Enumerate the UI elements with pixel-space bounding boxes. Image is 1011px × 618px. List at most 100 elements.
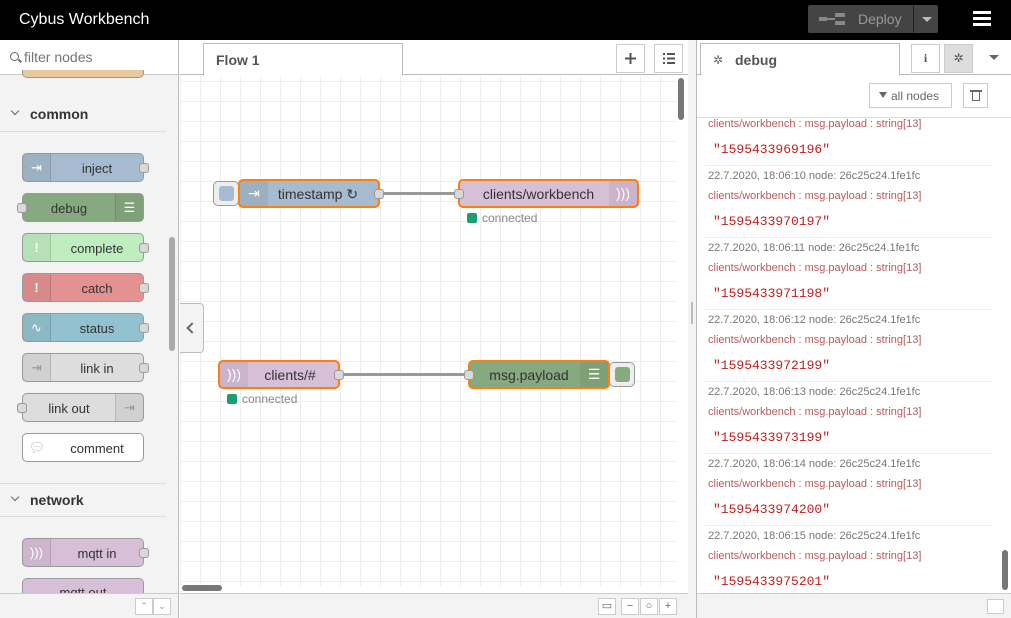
debug-message[interactable]: clients/workbench : msg.payload : string…	[705, 118, 991, 166]
app-title: Cybus Workbench	[19, 11, 150, 28]
palette-node-link-out[interactable]: link out ⇥	[17, 393, 144, 422]
debug-message[interactable]: 22.7.2020, 18:06:12 node: 26c25c24.1fe1f…	[705, 310, 991, 382]
tab-debug[interactable]: ✲ debug	[700, 43, 900, 76]
hamburger-menu-icon[interactable]	[973, 11, 991, 27]
palette-node-inject[interactable]: ⇥ inject	[22, 153, 149, 182]
input-port[interactable]	[17, 403, 27, 413]
debug-message[interactable]: 22.7.2020, 18:06:13 node: 26c25c24.1fe1f…	[705, 382, 991, 454]
tab-label: Flow 1	[216, 52, 260, 68]
category-network-header[interactable]: network	[0, 483, 166, 517]
chevron-left-icon	[186, 322, 198, 334]
deploy-button[interactable]: Deploy	[808, 5, 938, 33]
message-meta: 22.7.2020, 18:06:15 node: 26c25c24.1fe1f…	[708, 530, 921, 542]
input-port[interactable]	[454, 189, 464, 199]
list-icon	[663, 53, 675, 64]
message-meta: 22.7.2020, 18:06:11 node: 26c25c24.1fe1f…	[708, 242, 920, 254]
sidebar-menu-button[interactable]	[979, 44, 1008, 73]
node-label: link out	[48, 401, 90, 416]
deploy-divider	[913, 5, 914, 33]
filter-all-nodes-button[interactable]: all nodes	[869, 83, 952, 108]
add-flow-button[interactable]	[616, 44, 645, 73]
flow-node-msg-payload[interactable]: msg.payload ☰	[464, 360, 610, 389]
bug-icon: ✲	[713, 53, 724, 67]
output-port[interactable]	[334, 370, 344, 380]
tab-flow-1[interactable]: Flow 1	[203, 43, 403, 76]
output-port[interactable]	[139, 283, 149, 293]
caret-down-icon[interactable]	[922, 17, 932, 22]
palette-node-mqtt-in[interactable]: ))) mqtt in	[22, 538, 149, 567]
palette-node-status[interactable]: ∿ status	[22, 313, 149, 342]
tab-label: debug	[735, 52, 777, 68]
flow-list-button[interactable]	[654, 44, 683, 73]
link-in-icon: ⇥	[23, 354, 51, 381]
node-label: clients/#	[264, 367, 316, 383]
output-port[interactable]	[139, 363, 149, 373]
mqtt-signal-icon: )))	[23, 539, 51, 566]
category-label: common	[30, 106, 89, 122]
output-port[interactable]	[139, 163, 149, 173]
sidebar-separator[interactable]	[688, 40, 696, 618]
debug-scrollbar[interactable]	[1002, 550, 1008, 590]
input-port[interactable]	[17, 203, 27, 213]
flow-node-clients-workbench[interactable]: clients/workbench )))	[454, 179, 639, 208]
zoom-in-icon[interactable]: +	[659, 598, 677, 615]
canvas-horizontal-scrollbar[interactable]	[182, 585, 222, 591]
filter-icon	[879, 92, 887, 98]
message-value[interactable]: "1595433975201"	[713, 574, 831, 589]
output-port[interactable]	[139, 243, 149, 253]
output-port[interactable]	[374, 189, 384, 199]
palette-node-complete[interactable]: ! complete	[22, 233, 149, 262]
input-port[interactable]	[464, 370, 474, 380]
monitor-icon[interactable]	[987, 599, 1004, 614]
debug-message[interactable]: 22.7.2020, 18:06:15 node: 26c25c24.1fe1f…	[705, 526, 991, 592]
inject-trigger-button[interactable]	[213, 181, 239, 206]
link-out-icon: ⇥	[115, 394, 143, 421]
message-value[interactable]: "1595433972199"	[713, 358, 831, 373]
output-port[interactable]	[139, 548, 149, 558]
zoom-out-icon[interactable]: −	[621, 598, 639, 615]
node-status-connected: connected	[227, 392, 297, 406]
wire[interactable]	[340, 373, 470, 376]
clear-messages-button[interactable]	[963, 83, 988, 108]
zoom-reset-icon[interactable]: ○	[640, 598, 658, 615]
map-icon[interactable]: ▭	[598, 598, 616, 615]
chevron-down-icon	[10, 492, 20, 502]
message-value[interactable]: "1595433973199"	[713, 430, 831, 445]
expand-all-icon[interactable]: ⌄	[153, 598, 171, 615]
debug-message[interactable]: 22.7.2020, 18:06:14 node: 26c25c24.1fe1f…	[705, 454, 991, 526]
debug-tab-button[interactable]: ✲	[944, 44, 973, 73]
message-value[interactable]: "1595433969196"	[713, 142, 831, 157]
canvas-vertical-scrollbar[interactable]	[678, 78, 684, 120]
palette-node-partial[interactable]	[22, 70, 144, 78]
message-meta: 22.7.2020, 18:06:12 node: 26c25c24.1fe1f…	[708, 314, 921, 326]
palette-node-comment[interactable]: 💬︎ comment	[22, 433, 144, 462]
message-value[interactable]: "1595433974200"	[713, 502, 831, 517]
debug-message[interactable]: 22.7.2020, 18:06:10 node: 26c25c24.1fe1f…	[705, 166, 991, 238]
sidebar-tabs: ✲ debug i ✲	[697, 40, 1011, 76]
debug-toggle-button[interactable]	[609, 362, 635, 387]
palette-node-catch[interactable]: ! catch	[22, 273, 149, 302]
node-label: complete	[70, 241, 124, 256]
info-tab-button[interactable]: i	[911, 44, 940, 73]
flow-node-timestamp[interactable]: ⇥ timestamp ↻	[238, 179, 384, 208]
wire[interactable]	[380, 192, 460, 195]
node-label: msg.payload	[489, 367, 569, 383]
palette-toggle-button[interactable]	[180, 303, 204, 353]
collapse-all-icon[interactable]: ⌃	[135, 598, 153, 615]
palette-node-mqtt-out[interactable]: mqtt out	[22, 578, 144, 596]
caret-down-icon	[988, 55, 999, 61]
flow-canvas[interactable]: ⇥ timestamp ↻ clients/workbench ))) conn…	[180, 76, 677, 586]
flow-node-clients-all[interactable]: ))) clients/#	[218, 360, 344, 389]
category-common-header[interactable]: common	[0, 98, 166, 132]
palette-scrollbar[interactable]	[169, 237, 175, 351]
message-value[interactable]: "1595433970197"	[713, 214, 831, 229]
palette-search	[0, 40, 178, 75]
debug-message[interactable]: 22.7.2020, 18:06:11 node: 26c25c24.1fe1f…	[705, 238, 991, 310]
message-value[interactable]: "1595433971198"	[713, 286, 831, 301]
palette-node-debug[interactable]: debug ☰	[17, 193, 144, 222]
palette-node-link-in[interactable]: ⇥ link in	[22, 353, 149, 382]
filter-nodes-input[interactable]	[24, 49, 164, 65]
drag-handle-icon[interactable]	[691, 302, 693, 324]
node-label: comment	[70, 441, 124, 456]
output-port[interactable]	[139, 323, 149, 333]
